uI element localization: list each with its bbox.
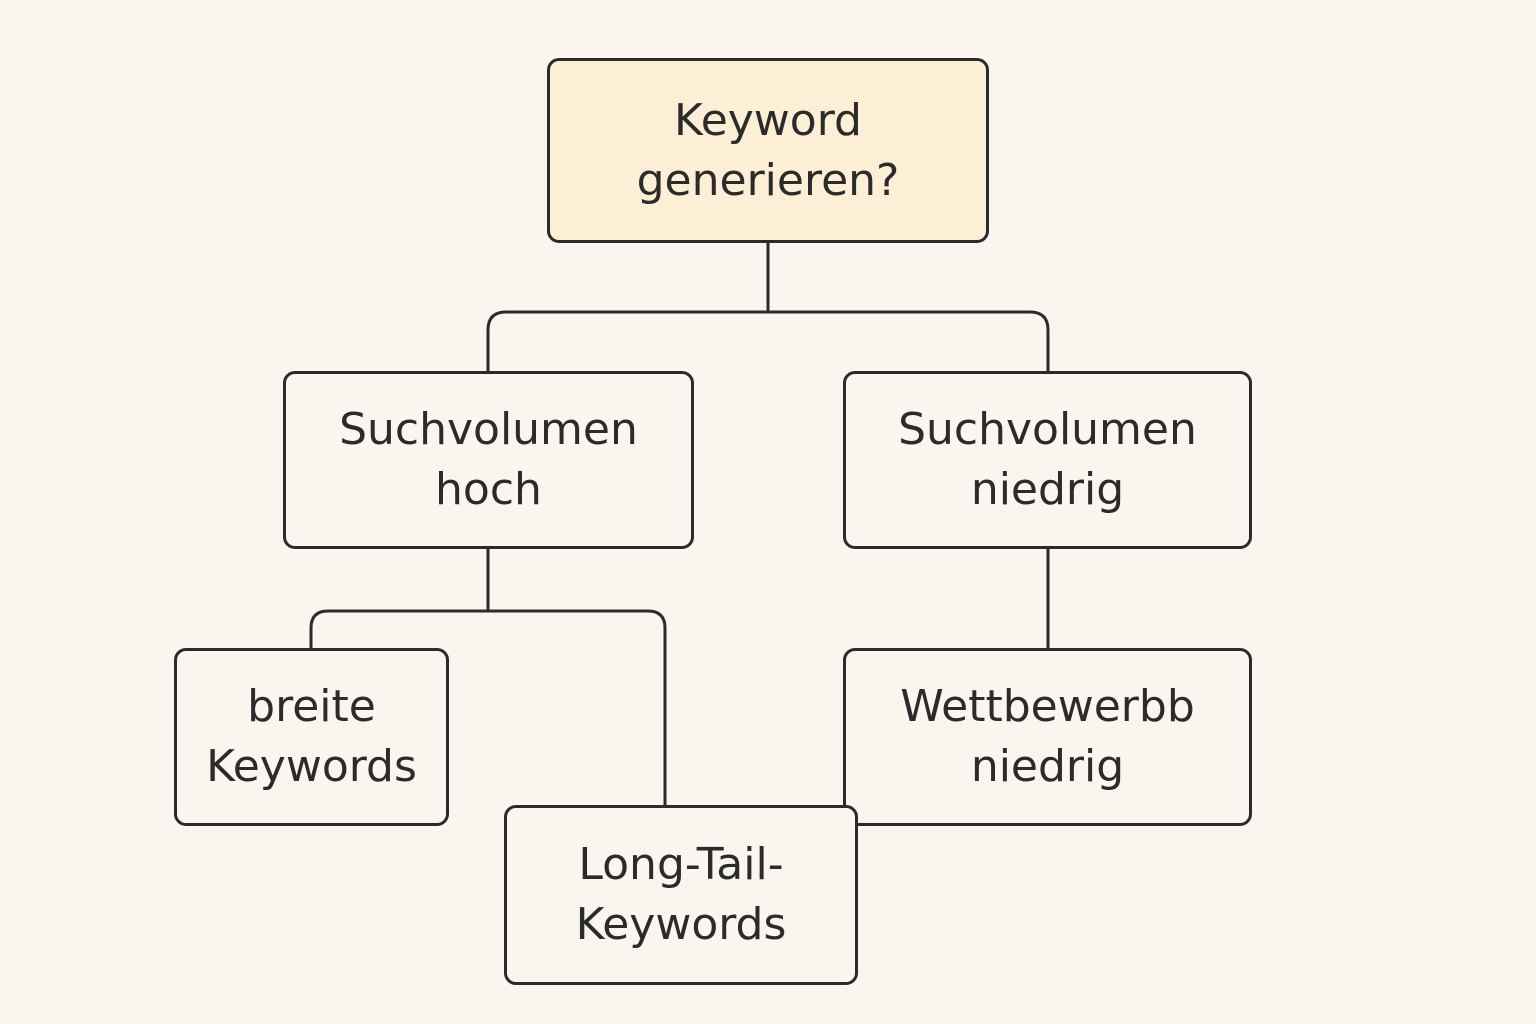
node-label-line: Keywords: [206, 741, 417, 792]
node-label-line: niedrig: [970, 464, 1125, 515]
node-label-line: Suchvolumen: [339, 404, 638, 455]
node-suchvolumen-hoch: Suchvolumen hoch: [283, 371, 694, 549]
node-keyword-generieren: Keyword generieren?: [547, 58, 989, 243]
node-label-line: Long-Tail-: [578, 839, 784, 890]
node-label-line: Keyword: [674, 94, 862, 146]
node-label-line: generieren?: [636, 154, 900, 206]
node-breite-keywords: breite Keywords: [174, 648, 449, 826]
edge-high-volume-to-broad-keywords: [309, 549, 490, 648]
edge-root-to-low-volume: [768, 310, 1050, 371]
node-long-tail-keywords: Long-Tail- Keywords: [504, 805, 858, 985]
node-label-line: Wettbewerbb: [900, 681, 1195, 732]
node-suchvolumen-niedrig: Suchvolumen niedrig: [843, 371, 1252, 549]
edge-high-volume-to-long-tail: [488, 609, 667, 805]
node-label-line: niedrig: [970, 741, 1125, 792]
node-label-line: Suchvolumen: [898, 404, 1197, 455]
node-label-line: hoch: [435, 464, 542, 515]
edge-root-to-high-volume: [486, 243, 770, 371]
node-label-line: Keywords: [575, 899, 787, 950]
node-label-line: breite: [247, 681, 376, 732]
node-wettbewerb-niedrig: Wettbewerbb niedrig: [843, 648, 1252, 826]
